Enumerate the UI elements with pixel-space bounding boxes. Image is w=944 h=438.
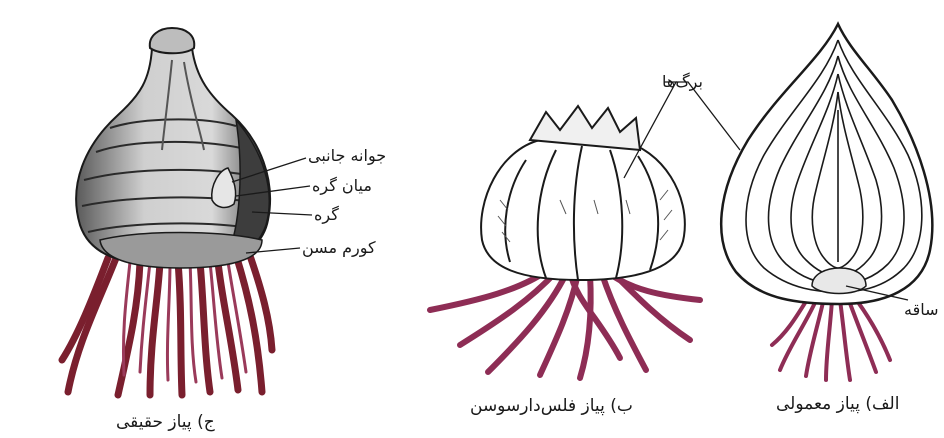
common-onion-roots [772,292,890,380]
true-bulb-corm-base [100,233,262,269]
true-bulb-caption: ج) پیاز حقیقی [116,412,215,432]
lily-bulb-scales [481,106,685,280]
stem-label: ساقه [904,300,939,320]
lily-bulb-caption: ب) پیاز فلس‌دارسوسن [470,396,633,416]
lateral-bud-label: جوانه جانبی [308,146,386,166]
common-onion-caption: الف) پیاز معمولی [776,394,899,414]
corm-label: کورم مسن [302,238,376,258]
node-label: گره [314,205,339,225]
common-onion-figure [721,24,932,380]
internode-label: میان گره [312,176,372,196]
true-bulb-neck [150,28,194,53]
true-bulb-figure [62,28,312,395]
leaves-label: برگ‌ها [662,72,703,92]
lily-bulb-roots [430,270,700,378]
lily-bulb-figure [430,82,740,378]
